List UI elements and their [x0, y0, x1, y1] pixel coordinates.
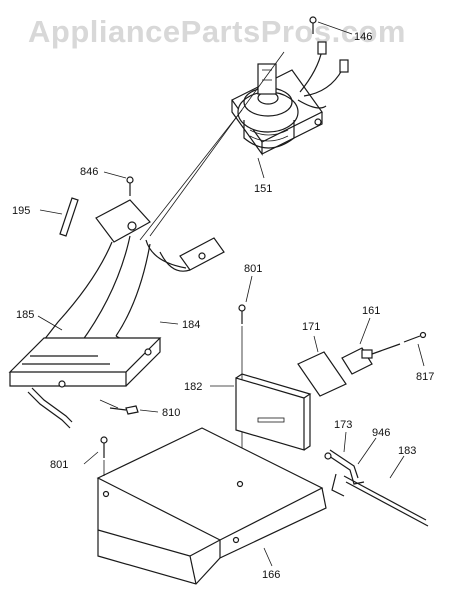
- actuator-rod: [324, 431, 429, 527]
- callout-810: 810: [162, 407, 180, 419]
- callout-817: 817: [416, 371, 434, 383]
- callout-846: 846: [80, 166, 98, 178]
- callout-171: 171: [302, 321, 320, 333]
- callout-151: 151: [254, 183, 272, 195]
- callout-146: 146: [354, 31, 372, 43]
- callout-801-left: 801: [50, 459, 68, 471]
- callout-801-top: 801: [244, 263, 262, 275]
- watermark: AppliancePartsPros.com: [28, 14, 406, 49]
- callout-161: 161: [362, 305, 380, 317]
- callout-184: 184: [182, 319, 200, 331]
- callout-183: 183: [398, 445, 416, 457]
- callout-946: 946: [372, 427, 390, 439]
- switch-plate: [210, 275, 427, 480]
- callout-173: 173: [334, 419, 352, 431]
- callout-166: 166: [262, 569, 280, 581]
- chute-bracket: [8, 171, 225, 429]
- callout-182: 182: [184, 381, 202, 393]
- callout-185: 185: [16, 309, 34, 321]
- base-tray: [83, 427, 327, 585]
- callout-195: 195: [12, 205, 30, 217]
- motor-assembly: [139, 16, 353, 241]
